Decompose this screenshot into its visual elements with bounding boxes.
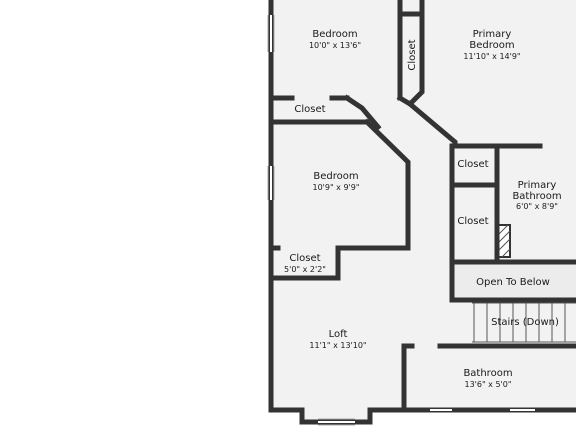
primary-bathroom-name-1: Primary (518, 180, 557, 191)
bedroom-mid-name: Bedroom (313, 171, 358, 182)
stairs-name: Stairs (Down) (491, 317, 559, 328)
bedroom-top-name: Bedroom (312, 29, 357, 40)
primary-bathroom-name-2: Bathroom (512, 191, 561, 202)
primary-bedroom-name-1: Primary (473, 29, 512, 40)
window-frames (267, 15, 355, 426)
open-to-below-name: Open To Below (476, 277, 550, 288)
closet-upper-name: Closet (294, 104, 325, 115)
bedroom-mid-dims: 10'9" x 9'9" (312, 183, 359, 192)
closet-lower-name: Closet (289, 253, 320, 264)
primary-bedroom-name-2: Bedroom (469, 40, 514, 51)
windows (270, 15, 535, 423)
closet-right-lower-name: Closet (457, 216, 488, 227)
closet-lower-dims: 5'0" x 2'2" (284, 265, 326, 274)
stairs (472, 302, 576, 343)
bathroom-dims: 13'6" x 5'0" (464, 380, 511, 389)
open-to-below-area (452, 262, 576, 300)
bedroom-top-dims: 10'0" x 13'6" (309, 41, 361, 50)
loft-dims: 11'1" x 13'10" (309, 341, 366, 350)
closet-vertical-name: Closet (407, 39, 418, 70)
primary-bedroom-dims: 11'10" x 14'9" (463, 52, 520, 61)
primary-bathroom-dims: 6'0" x 8'9" (516, 202, 558, 211)
bathroom-name: Bathroom (463, 368, 512, 379)
closet-right-upper-name: Closet (457, 159, 488, 170)
loft-name: Loft (329, 329, 348, 340)
hatched-chase (497, 224, 511, 258)
